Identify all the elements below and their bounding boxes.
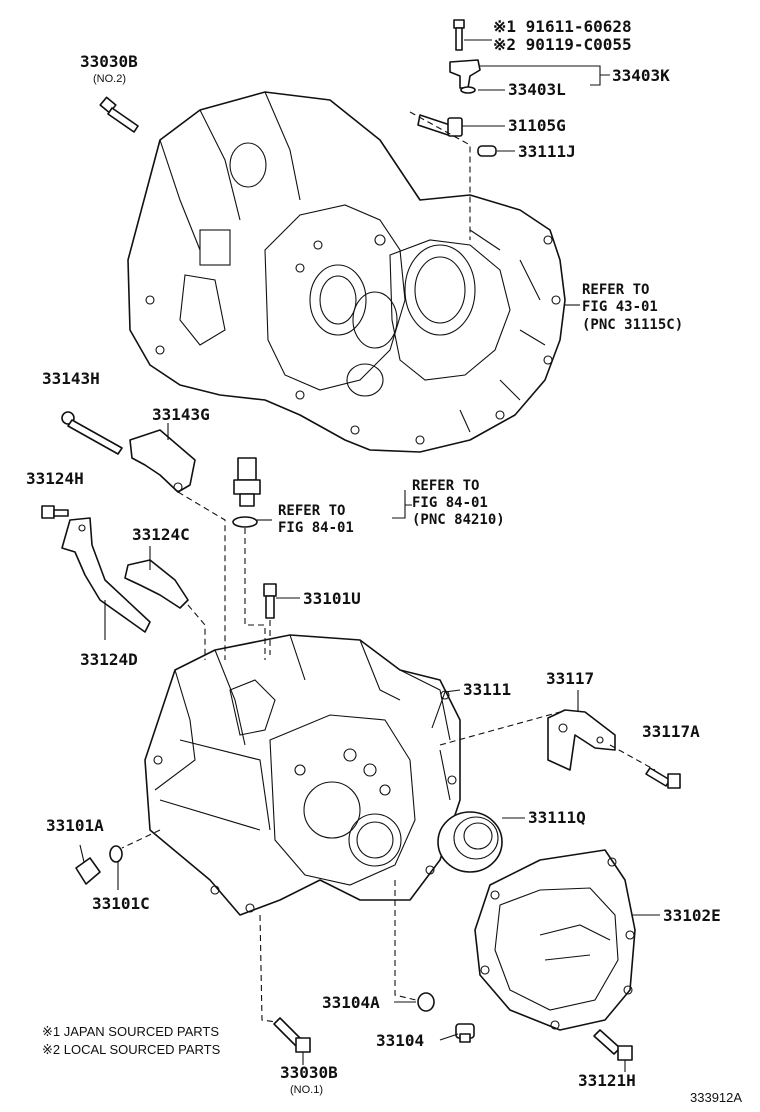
label-33111: 33111 <box>463 680 511 699</box>
label-33117a: 33117A <box>642 722 700 741</box>
label-33124d: 33124D <box>80 650 138 669</box>
ref-fig-84-01-b: FIG 84-01 <box>278 520 354 536</box>
label-191611: ※1 91611-60628 <box>493 17 632 36</box>
ref-fig-84-01-a: FIG 84-01 <box>412 495 488 511</box>
bolt-33124h <box>41 505 69 519</box>
label-33143g: 33143G <box>152 405 210 424</box>
ref-refer-to-2: REFER TO <box>412 478 479 494</box>
transaxle-case <box>144 634 461 916</box>
label-33111j: 33111J <box>518 142 576 161</box>
plug-33104 <box>455 1023 475 1043</box>
label-33403k: 33403K <box>612 66 670 85</box>
label-33111q: 33111Q <box>528 808 586 827</box>
label-33143h: 33143H <box>42 369 100 388</box>
label-33124h: 33124H <box>26 469 84 488</box>
ref-pnc-31115c: (PNC 31115C) <box>582 317 683 333</box>
plate-33124c <box>124 559 189 609</box>
label-33104a: 33104A <box>322 993 380 1012</box>
label-no2: (NO.2) <box>93 73 126 85</box>
assembly-lines <box>121 111 656 1023</box>
label-33101c: 33101C <box>92 894 150 913</box>
plug-33104a <box>417 992 435 1012</box>
bolt-33143h <box>61 411 123 455</box>
label-31105g: 31105G <box>508 116 566 135</box>
bracket-33143g <box>129 429 196 493</box>
plate-33124d <box>61 517 151 633</box>
bolt-33121h <box>593 1029 633 1061</box>
oil-seal-33111q <box>437 811 503 873</box>
note-local-sourced: ※2 LOCAL SOURCED PARTS <box>42 1042 221 1057</box>
case-cover-33102e <box>474 849 636 1031</box>
sensor-refer-84210 <box>232 457 261 528</box>
bolt-33030b-no2 <box>99 96 139 133</box>
label-33117: 33117 <box>546 669 594 688</box>
label-33403l: 33403L <box>508 80 566 99</box>
bolt-33030b-no1 <box>273 1017 311 1053</box>
reference-labels: REFER TO FIG 43-01 (PNC 31115C) REFER TO… <box>278 282 683 536</box>
pin-33111j <box>477 145 497 157</box>
guide-33403k <box>449 59 481 94</box>
label-33121h: 33121H <box>578 1071 636 1090</box>
plug-33101u <box>263 583 277 619</box>
transmission-housing <box>127 91 566 453</box>
label-33101a: 33101A <box>46 816 104 835</box>
bolt-33117a <box>645 767 681 789</box>
label-33104: 33104 <box>376 1031 424 1050</box>
label-33102e: 33102E <box>663 906 721 925</box>
notes: ※1 JAPAN SOURCED PARTS ※2 LOCAL SOURCED … <box>42 1024 742 1105</box>
part-labels: ※1 91611-60628 ※2 90119-C0055 33030B (NO… <box>26 17 721 1096</box>
bolt-31105g <box>417 114 463 137</box>
label-33124c: 33124C <box>132 525 190 544</box>
plug-33101a <box>75 845 123 885</box>
bolt-191611 <box>453 19 465 51</box>
bracket-33117 <box>547 709 616 771</box>
ref-refer-to-1: REFER TO <box>582 282 649 298</box>
ref-fig-43-01: FIG 43-01 <box>582 299 658 315</box>
label-33030b-bottom: 33030B <box>280 1063 338 1082</box>
note-japan-sourced: ※1 JAPAN SOURCED PARTS <box>42 1024 219 1039</box>
label-290119: ※2 90119-C0055 <box>493 35 632 54</box>
label-33030b-top: 33030B <box>80 52 138 71</box>
ref-pnc-84210: (PNC 84210) <box>412 512 505 528</box>
ref-refer-to-3: REFER TO <box>278 503 345 519</box>
diagram-code: 333912A <box>690 1090 742 1105</box>
label-33101u: 33101U <box>303 589 361 608</box>
label-no1: (NO.1) <box>290 1084 323 1096</box>
leader-lines <box>79 39 660 1072</box>
